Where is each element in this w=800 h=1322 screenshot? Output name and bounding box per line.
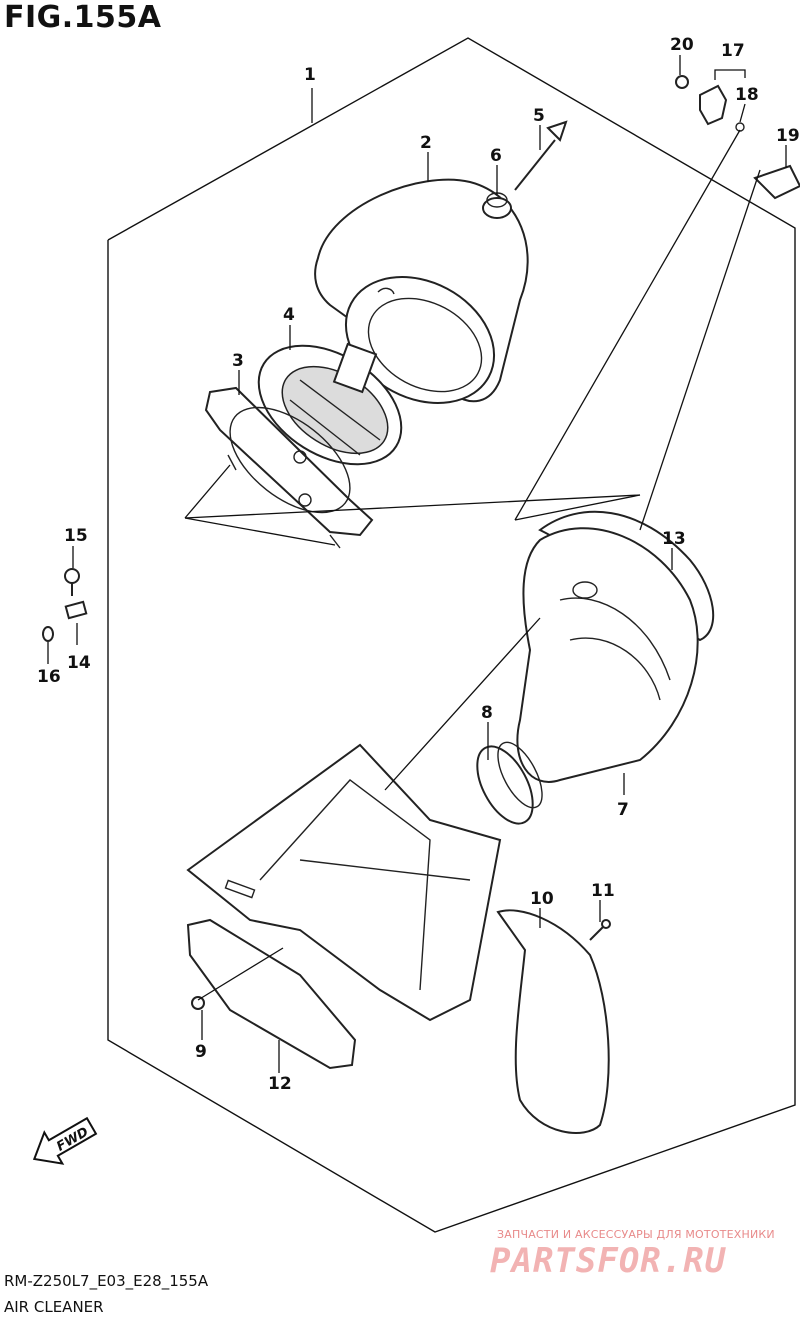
callout-11: 11 [591,881,615,901]
assembly-frame [107,37,796,1233]
watermark-logo: PARTSFOR.RU [490,1241,727,1281]
nut[interactable] [191,996,205,1010]
callout-10: 10 [530,889,554,909]
callout-18: 18 [735,85,759,105]
gasket-plate[interactable] [753,164,800,200]
callout-5: 5 [533,106,545,126]
callout-4: 4 [283,305,295,325]
air-cleaner-case[interactable] [186,743,502,1022]
screw[interactable] [589,919,611,941]
section-name: AIR CLEANER [4,1298,104,1316]
callout-16: 16 [37,667,61,687]
model-code: RM-Z250L7_E03_E28_155A [4,1272,209,1290]
callout-9: 9 [195,1042,207,1062]
callout-13: 13 [662,529,686,549]
callout-12: 12 [268,1074,292,1094]
callout-1: 1 [304,65,316,85]
callout-20: 20 [670,35,694,55]
callout-15: 15 [64,526,88,546]
case-seal-gasket[interactable] [186,918,357,1070]
figure-title: FIG.155A [4,0,162,35]
callout-17: 17 [721,41,745,61]
leader-lines [47,55,787,1073]
outlet-tube[interactable] [516,527,699,783]
side-hardware[interactable] [42,568,88,642]
filter-holder-plate[interactable] [204,386,374,549]
sensor-assembly[interactable] [675,75,745,132]
callout-labels: 1 2 4 3 5 6 7 8 9 10 11 12 13 14 15 16 1… [37,35,800,1094]
watermark-tagline: ЗАПЧАСТИ И АКСЕССУАРЫ ДЛЯ МОТОТЕХНИКИ [497,1228,775,1241]
callout-2: 2 [420,133,432,153]
callout-19: 19 [776,126,800,146]
callout-7: 7 [617,800,629,820]
hose-clamp[interactable] [466,736,551,833]
fwd-arrow-icon: FWD [32,1116,98,1165]
filter-cage[interactable] [237,321,422,488]
air-filter-element[interactable] [314,178,529,428]
callout-3: 3 [232,351,244,371]
wing-bolt[interactable] [514,120,568,191]
mud-guard[interactable] [496,909,610,1134]
callout-14: 14 [67,653,91,673]
callout-8: 8 [481,703,493,723]
callout-6: 6 [490,146,502,166]
